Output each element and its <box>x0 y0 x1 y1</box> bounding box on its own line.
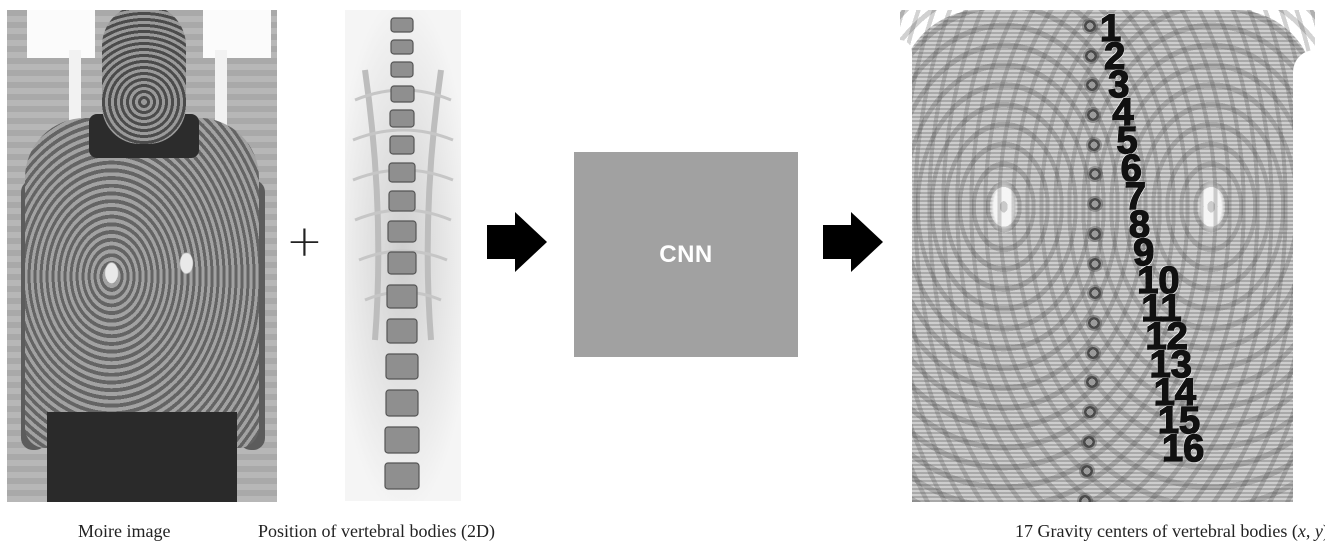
gravity-center-point <box>1087 347 1099 359</box>
spine-drawing <box>345 10 461 501</box>
vertebra-label: 16 <box>1162 430 1204 468</box>
gravity-center-point <box>1084 20 1096 32</box>
caption-output: 17 Gravity centers of vertebral bodies (… <box>1015 521 1325 542</box>
xray-image <box>345 10 461 501</box>
gravity-center-point <box>1088 139 1100 151</box>
gravity-center-point <box>1083 436 1095 448</box>
gravity-center-point <box>1089 168 1101 180</box>
edge-left <box>900 40 912 502</box>
gravity-center-point <box>1088 317 1100 329</box>
moire-image <box>7 10 277 502</box>
caption-output-prefix: 17 Gravity centers of vertebral bodies ( <box>1015 521 1298 541</box>
gravity-center-point <box>1089 228 1101 240</box>
gravity-center-point <box>1089 258 1101 270</box>
caption-xray: Position of vertebral bodies (2D) <box>258 521 495 542</box>
gravity-center-point <box>1089 198 1101 210</box>
head <box>102 10 186 144</box>
gravity-center-point <box>1079 495 1091 502</box>
caption-output-sep: , <box>1306 521 1315 541</box>
moire-back <box>25 118 259 448</box>
paper-sheet-right <box>203 10 271 58</box>
gravity-center-point <box>1089 287 1101 299</box>
paper-sheet-left <box>27 10 95 58</box>
shorts <box>47 412 237 502</box>
caption-output-x: x <box>1298 521 1306 541</box>
edge-right <box>1293 50 1315 502</box>
cnn-label: CNN <box>659 241 713 269</box>
caption-moire: Moire image <box>78 521 170 542</box>
gravity-center-point <box>1086 376 1098 388</box>
gravity-center-point <box>1085 50 1097 62</box>
caption-output-y: y <box>1315 521 1323 541</box>
cnn-box: CNN <box>574 152 798 357</box>
plus-sign: + <box>286 220 323 264</box>
